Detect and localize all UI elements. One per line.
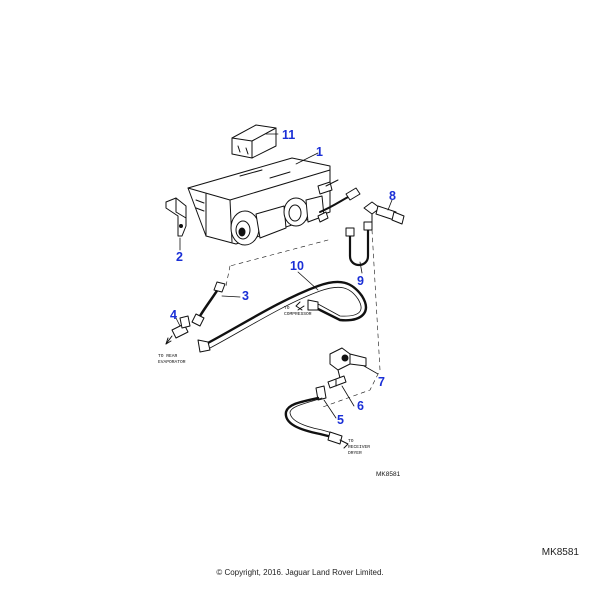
callout-5: 5 — [337, 413, 344, 427]
callout-3: 3 — [242, 289, 249, 303]
unit-outlet-pipe — [317, 187, 361, 223]
part-1-evaporator-unit — [187, 157, 339, 246]
copyright-notice: © Copyright, 2016. Jaguar Land Rover Lim… — [216, 568, 384, 577]
callout-10: 10 — [290, 259, 304, 273]
note-to-receiver-dryer: TO RECEIVER DRYER — [348, 438, 370, 456]
callout-2: 2 — [176, 250, 183, 264]
note-to-rear-evaporator: TO REAR EVAPORATOR — [158, 353, 186, 365]
leader-lines — [175, 133, 393, 419]
reference-lines — [225, 229, 381, 409]
part-8-elbow-fitting — [363, 201, 405, 225]
svg-text:DRYER: DRYER — [348, 450, 362, 456]
note-to-compressor: TO COMPRESSOR — [284, 305, 312, 317]
svg-text:TO: TO — [284, 305, 290, 311]
part-10-long-hose — [197, 280, 368, 353]
callout-11: 11 — [282, 128, 295, 142]
callout-9: 9 — [357, 274, 364, 288]
part-6-adapter — [327, 375, 347, 389]
part-5-hose — [284, 385, 343, 445]
callout-7: 7 — [378, 375, 385, 389]
callout-4: 4 — [170, 308, 177, 322]
svg-text:RECEIVER: RECEIVER — [348, 444, 370, 450]
part-4-tee-fitting — [165, 315, 191, 345]
part-2-bracket — [165, 197, 187, 237]
drawing-code: MK8581 — [376, 471, 401, 478]
callout-1: 1 — [316, 145, 323, 159]
reference-code: MK8581 — [541, 547, 579, 558]
svg-text:TO REAR: TO REAR — [158, 353, 178, 359]
svg-text:EVAPORATOR: EVAPORATOR — [158, 359, 186, 365]
part-7-fitting — [329, 347, 367, 379]
svg-text:COMPRESSOR: COMPRESSOR — [284, 311, 312, 317]
part-11-cover — [231, 124, 277, 159]
part-9-u-hose — [345, 221, 373, 267]
flow-arrows — [295, 301, 349, 449]
svg-text:TO: TO — [348, 438, 354, 444]
callout-6: 6 — [357, 399, 364, 413]
part-3-hose — [191, 281, 226, 327]
callout-8: 8 — [389, 189, 396, 203]
